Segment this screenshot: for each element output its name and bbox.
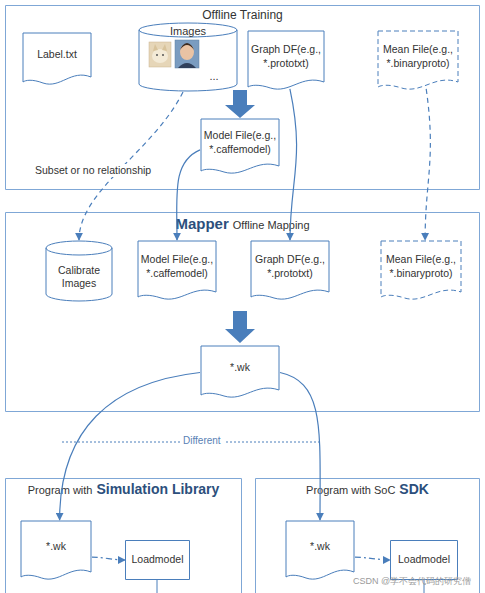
document-shape: *.wk [285,520,355,582]
band-title: Mapper Offline Mapping [5,215,480,232]
node-label: *.wk [230,361,250,374]
node-text-box: Model File(e.g., *.caffemodel) [200,118,280,167]
node-text-box: Loadmodel [125,540,190,580]
process-box: Loadmodel [390,540,458,580]
node-label: Model File(e.g., *.caffemodel) [202,129,278,155]
node-label: Graph DF(e.g., *.prototxt) [249,43,323,69]
connector [92,557,125,560]
connector [425,89,430,240]
program-band: Program withSimulation Library *.wkLoadmo… [5,478,242,593]
block-arrow [225,311,255,343]
block-arrow [225,90,255,118]
person-thumbnail [175,40,199,68]
node-text-box: Graph DF(e.g., *.prototxt) [250,240,330,293]
connector [60,373,200,521]
document-shape: Graph DF(e.g., *.prototxt) [247,30,325,92]
node-label: Loadmodel [398,553,450,566]
node-text-box: *.wk [200,345,280,391]
band-title-text: Mapper [175,215,228,232]
connector [290,89,297,240]
image-database: Images... [138,22,238,92]
cat-thumbnail [149,42,171,67]
watermark: CSDN @学不会代码的研究僧 [350,576,474,587]
node-label: Graph DF(e.g., *.prototxt) [252,253,328,279]
document-shape: Graph DF(e.g., *.prototxt) [250,240,330,302]
node-text-box: Label.txt [22,32,92,78]
node-label: Calibrate Images [47,264,111,290]
band-title-text: Program with [28,484,93,496]
training-band: Offline TrainingLabel.txt Images... Graph … [5,5,480,190]
document-shape: Model File(e.g., *.caffemodel) [200,118,280,176]
optional-document: Mean File(e.g., *.binaryproto) [377,30,459,92]
optional-document: Mean File(e.g., *.binaryproto) [380,240,462,302]
node-text-box: *.wk [285,520,355,573]
node-text-box: Mean File(e.g., *.binaryproto) [377,30,459,83]
process-box: Loadmodel [125,540,190,580]
node-text-box: Graph DF(e.g., *.prototxt) [247,30,325,83]
band-title: Program with SoC SDK [255,481,480,497]
node-label: Mean File(e.g., *.binaryproto) [382,253,460,279]
node-label: Images [138,25,238,38]
band-title-text: Offline Training [202,8,283,22]
edge-label: Subset or no relationship [33,164,153,177]
node-text-box: Loadmodel [390,540,458,580]
node-label: Label.txt [37,48,77,61]
leader-line [157,580,158,593]
document-shape: Model File(e.g., *.caffemodel) [137,240,217,302]
node-label: Loadmodel [132,553,184,566]
connector [280,373,320,521]
document-shape: Label.txt [22,32,92,87]
image-database: Calibrate Images [45,240,113,302]
node-label: Model File(e.g., *.caffemodel) [139,253,215,279]
band-subtitle-text: Offline Mapping [233,219,310,231]
band-subtitle-text: Simulation Library [96,481,219,497]
node-label: *.wk [46,540,66,553]
band-title: Program withSimulation Library [5,481,242,497]
program-band: Program with SoC SDK *.wkLoadmodel [255,478,480,593]
node-text-box: *.wk [20,520,92,573]
node-text-box: Calibrate Images [45,252,113,302]
node-text-box: Mean File(e.g., *.binaryproto) [380,240,462,293]
node-label: ... [204,70,224,83]
document-shape: *.wk [200,345,280,400]
mapper-band: Mapper Offline MappingCalibrate Images Mod… [5,212,480,412]
connector [355,557,390,560]
document-shape: *.wk [20,520,92,582]
annotation-text: Different [180,435,224,447]
connector [177,150,200,240]
node-text-box: Model File(e.g., *.caffemodel) [137,240,217,293]
node-label: *.wk [310,540,330,553]
band-title: Offline Training [5,8,480,22]
node-label: Mean File(e.g., *.binaryproto) [379,43,457,69]
band-title-text: Program with SoC [306,484,395,496]
band-subtitle-text: SDK [399,481,429,497]
